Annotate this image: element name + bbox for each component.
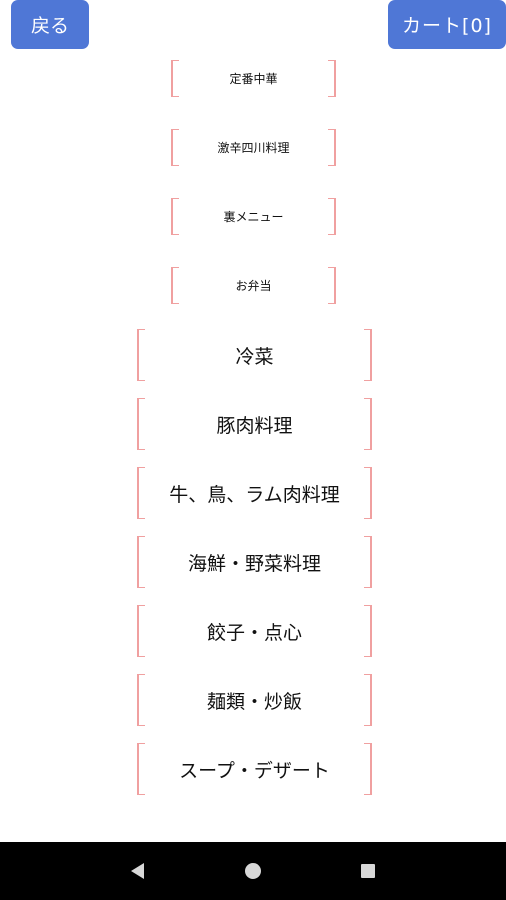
nav-back-button[interactable] — [118, 851, 158, 891]
nav-home-button[interactable] — [233, 851, 273, 891]
back-button[interactable]: 戻る — [11, 0, 89, 49]
category-dumplings-dimsum[interactable]: 餃子・点心 — [137, 605, 372, 657]
nav-recents-button[interactable] — [348, 851, 388, 891]
category-label: スープ・デザート — [179, 759, 330, 782]
category-label: 冷菜 — [235, 345, 274, 368]
category-pork-dishes[interactable]: 豚肉料理 — [137, 398, 372, 450]
category-label: お弁当 — [235, 279, 272, 293]
category-label: 激辛四川料理 — [217, 141, 290, 155]
home-circle-icon — [244, 863, 261, 879]
recents-square-icon — [361, 864, 376, 878]
category-label: 定番中華 — [229, 72, 278, 86]
back-triangle-icon — [131, 863, 145, 879]
category-cold-dishes[interactable]: 冷菜 — [137, 329, 372, 381]
category-label: 裏メニュー — [223, 210, 284, 224]
category-soup-dessert[interactable]: スープ・デザート — [137, 743, 372, 795]
category-standard-chinese[interactable]: 定番中華 — [171, 60, 336, 97]
category-label: 海鮮・野菜料理 — [187, 552, 321, 575]
category-noodles-friedrice[interactable]: 麺類・炒飯 — [137, 674, 372, 726]
category-label: 餃子・点心 — [206, 621, 302, 644]
category-spicy-sichuan[interactable]: 激辛四川料理 — [171, 129, 336, 166]
cart-button[interactable]: カート[0] — [388, 0, 506, 49]
system-navigation-bar — [0, 842, 506, 900]
category-label: 牛、鳥、ラム肉料理 — [169, 483, 340, 506]
category-label: 麺類・炒飯 — [206, 690, 302, 713]
category-bento[interactable]: お弁当 — [171, 267, 336, 304]
category-secret-menu[interactable]: 裏メニュー — [171, 198, 336, 235]
category-beef-chicken-lamb[interactable]: 牛、鳥、ラム肉料理 — [137, 467, 372, 519]
category-label: 豚肉料理 — [216, 414, 293, 437]
category-seafood-vegetables[interactable]: 海鮮・野菜料理 — [137, 536, 372, 588]
